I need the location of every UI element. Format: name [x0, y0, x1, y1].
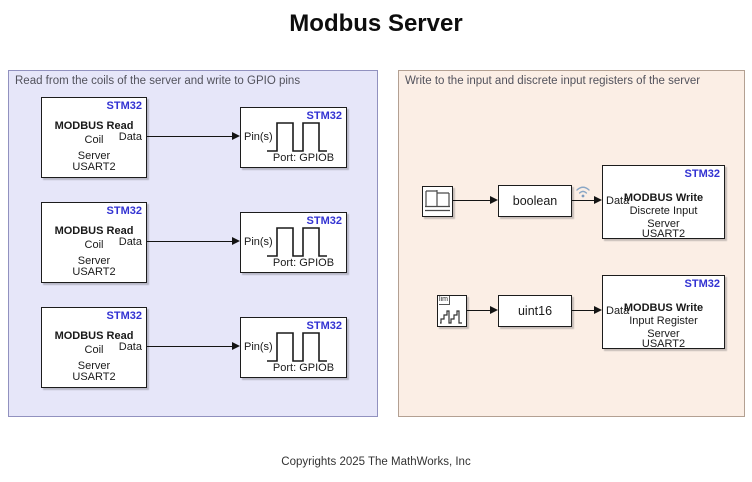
in-port-label-data: Data	[606, 195, 630, 207]
stm32-tag: STM32	[106, 100, 142, 112]
boolean-convert-block[interactable]: boolean	[498, 185, 572, 217]
block-subtitle: Discrete Input	[629, 205, 698, 217]
modbus-read-block-1[interactable]: STM32 MODBUS Read Coil Data Server USART…	[41, 97, 147, 178]
square-wave-icon	[267, 332, 327, 362]
stm32-tag: STM32	[306, 215, 342, 227]
gpio-port-caption: Port: GPIOB	[272, 152, 335, 164]
stm32-tag: STM32	[106, 205, 142, 217]
modbus-write-discrete-block[interactable]: STM32 MODBUS Write Discrete Input Data S…	[602, 165, 725, 240]
wire-arrowhead	[232, 237, 240, 245]
block-line4: USART2	[72, 161, 116, 173]
modbus-write-register-block[interactable]: STM32 MODBUS Write Input Register Data S…	[602, 275, 725, 350]
block-title: MODBUS Read	[54, 330, 134, 342]
block-line3: Server	[647, 328, 680, 340]
converter-label: boolean	[512, 194, 558, 208]
wire-arrowhead	[490, 196, 498, 204]
block-line3: Server	[77, 360, 111, 372]
block-line4: USART2	[641, 228, 686, 240]
in-port-label-pins: Pin(s)	[244, 340, 273, 353]
block-subtitle: Coil	[84, 344, 104, 356]
right-annotation-panel[interactable]: Write to the input and discrete input re…	[398, 70, 745, 417]
wire-arrowhead	[232, 342, 240, 350]
wire[interactable]	[147, 241, 232, 242]
out-port-label-data: Data	[118, 341, 142, 353]
out-port-label-data: Data	[118, 131, 142, 143]
gpio-write-block-1[interactable]: STM32 Pin(s) Port: GPIOB	[240, 107, 347, 168]
block-title: MODBUS Write	[623, 192, 704, 204]
wire[interactable]	[572, 310, 595, 311]
wire[interactable]	[147, 136, 232, 137]
gpio-write-block-2[interactable]: STM32 Pin(s) Port: GPIOB	[240, 212, 347, 273]
stm32-tag: STM32	[106, 310, 142, 322]
wire[interactable]	[453, 200, 491, 201]
model-title: Modbus Server	[289, 10, 463, 37]
wire[interactable]	[147, 346, 232, 347]
block-line4: USART2	[72, 371, 116, 383]
modbus-read-block-3[interactable]: STM32 MODBUS Read Coil Data Server USART…	[41, 307, 147, 388]
block-subtitle: Coil	[84, 134, 104, 146]
left-panel-label: Read from the coils of the server and wr…	[15, 75, 301, 87]
gpio-write-block-3[interactable]: STM32 Pin(s) Port: GPIOB	[240, 317, 347, 378]
wireless-icon	[576, 186, 590, 198]
wire-arrowhead	[490, 306, 498, 314]
modbus-read-block-2[interactable]: STM32 MODBUS Read Coil Data Server USART…	[41, 202, 147, 283]
wire-arrowhead	[594, 196, 602, 204]
block-title: MODBUS Write	[623, 302, 704, 314]
block-subtitle: Input Register	[629, 315, 698, 327]
converter-label: uint16	[517, 304, 553, 318]
stm32-tag: STM32	[306, 320, 342, 332]
block-line4: USART2	[641, 338, 686, 350]
right-panel-label: Write to the input and discrete input re…	[405, 75, 701, 87]
stm32-tag: STM32	[684, 168, 720, 180]
square-wave-icon	[267, 122, 327, 152]
block-line4: USART2	[72, 266, 116, 278]
gpio-port-caption: Port: GPIOB	[272, 362, 335, 374]
block-subtitle: Coil	[84, 239, 104, 251]
block-title: MODBUS Read	[54, 225, 134, 237]
stm32-tag: STM32	[684, 278, 720, 290]
uint16-convert-block[interactable]: uint16	[498, 295, 572, 327]
in-port-label-pins: Pin(s)	[244, 235, 273, 248]
block-title: MODBUS Read	[54, 120, 134, 132]
wire[interactable]	[467, 310, 491, 311]
in-port-label-data: Data	[606, 305, 630, 317]
block-line3: Server	[647, 218, 680, 230]
counter-lim-label: lim	[439, 296, 450, 305]
copyright-annotation: Copyrights 2025 The MathWorks, Inc	[281, 456, 471, 468]
stm32-tag: STM32	[306, 110, 342, 122]
out-port-label-data: Data	[118, 236, 142, 248]
block-line3: Server	[77, 150, 111, 162]
gpio-port-caption: Port: GPIOB	[272, 257, 335, 269]
block-line3: Server	[77, 255, 111, 267]
wire-arrowhead	[232, 132, 240, 140]
wire[interactable]	[572, 200, 595, 201]
wire-arrowhead	[594, 306, 602, 314]
pulse-source-icon	[425, 190, 450, 212]
square-wave-icon	[267, 227, 327, 257]
pulse-source-block[interactable]	[422, 186, 453, 217]
stair-wave-icon	[440, 310, 462, 324]
counter-limited-block[interactable]: lim	[437, 295, 467, 327]
in-port-label-pins: Pin(s)	[244, 130, 273, 143]
